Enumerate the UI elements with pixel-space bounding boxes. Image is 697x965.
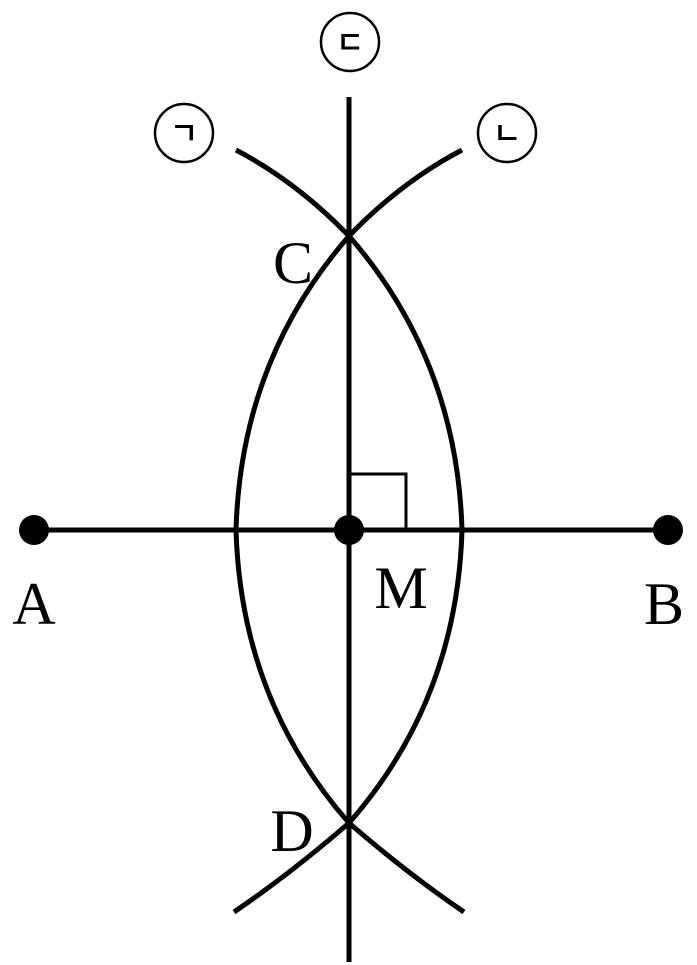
label-d: D	[270, 798, 313, 864]
label-a: A	[12, 571, 55, 637]
label-b: B	[644, 571, 684, 637]
arc-from-b	[232, 147, 464, 915]
step-marker-3-circle	[319, 11, 381, 73]
step-marker-1-glyph: ㄱ	[170, 117, 198, 152]
step-marker-2: ㄴ	[476, 102, 538, 164]
label-c: C	[273, 230, 313, 296]
point-a-dot	[19, 515, 49, 545]
right-angle-marker	[349, 472, 408, 530]
step-marker-1: ㄱ	[153, 102, 215, 164]
point-m-dot	[334, 515, 364, 545]
point-b-dot	[653, 515, 683, 545]
step-marker-1-circle	[153, 102, 215, 164]
arc-from-a	[234, 147, 466, 915]
step-marker-3: ㄷ	[319, 11, 381, 73]
step-marker-2-circle	[476, 102, 538, 164]
step-marker-2-glyph: ㄴ	[493, 117, 521, 152]
label-m: M	[374, 555, 427, 621]
step-marker-3-glyph: ㄷ	[336, 26, 364, 61]
